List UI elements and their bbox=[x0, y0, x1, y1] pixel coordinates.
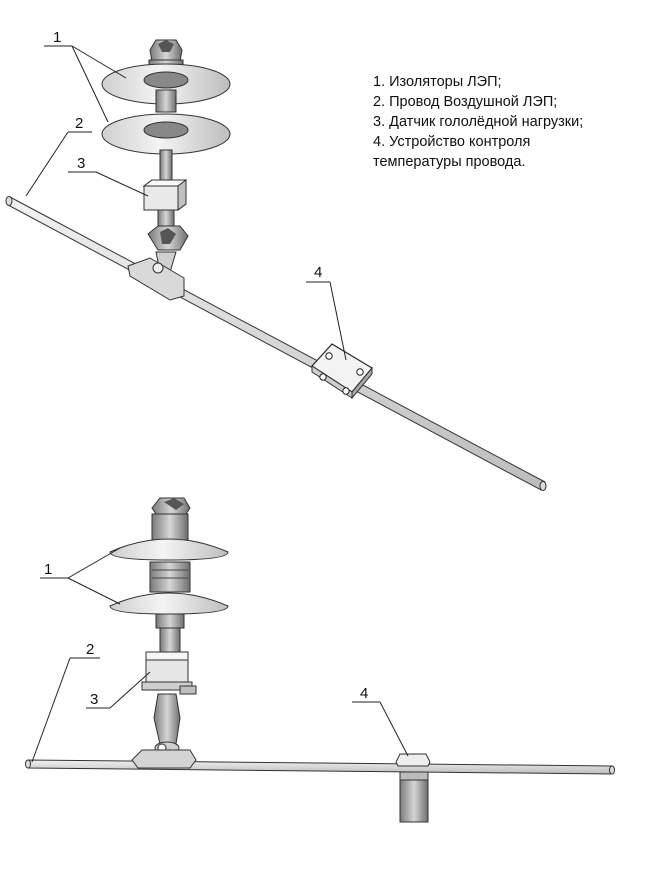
top-view: 1 2 3 4 bbox=[5, 29, 547, 491]
side-callout-4: 4 bbox=[360, 685, 368, 702]
legend-item-ice-sensor: 3. Датчик гололёдной нагрузки; bbox=[373, 114, 584, 130]
side-callout-2: 2 bbox=[86, 641, 94, 658]
legend-item-wire: 2. Провод Воздушной ЛЭП; bbox=[373, 94, 558, 110]
side-ice-load-sensor bbox=[141, 651, 197, 755]
side-wire bbox=[25, 759, 615, 775]
side-callout-3: 3 bbox=[90, 691, 98, 708]
top-callout-1: 1 bbox=[53, 29, 61, 46]
side-insulator-string bbox=[109, 497, 229, 653]
top-leaders bbox=[25, 45, 347, 361]
top-callout-3: 3 bbox=[77, 155, 85, 172]
insulator-disc-2 bbox=[109, 592, 229, 615]
top-callout-4: 4 bbox=[314, 264, 322, 281]
legend-item-insulators: 1. Изоляторы ЛЭП; bbox=[373, 74, 502, 90]
legend-item-temperature-device: 4. Устройство контроля температуры прово… bbox=[373, 134, 531, 170]
top-insulator-string bbox=[101, 39, 231, 181]
top-temperature-device bbox=[311, 343, 373, 400]
top-wire-clamp bbox=[127, 257, 185, 301]
side-leaders bbox=[31, 547, 409, 763]
top-wire bbox=[5, 196, 547, 491]
top-callout-2: 2 bbox=[75, 115, 83, 132]
side-wire-clamp bbox=[131, 749, 197, 769]
insulator-disc-1 bbox=[109, 538, 229, 561]
legend: 1. Изоляторы ЛЭП; 2. Провод Воздушной ЛЭ… bbox=[373, 72, 653, 172]
top-ice-load-sensor bbox=[142, 179, 189, 273]
side-temperature-device bbox=[395, 753, 431, 823]
side-view: 1 2 3 4 bbox=[25, 497, 615, 823]
side-callout-1: 1 bbox=[44, 561, 52, 578]
